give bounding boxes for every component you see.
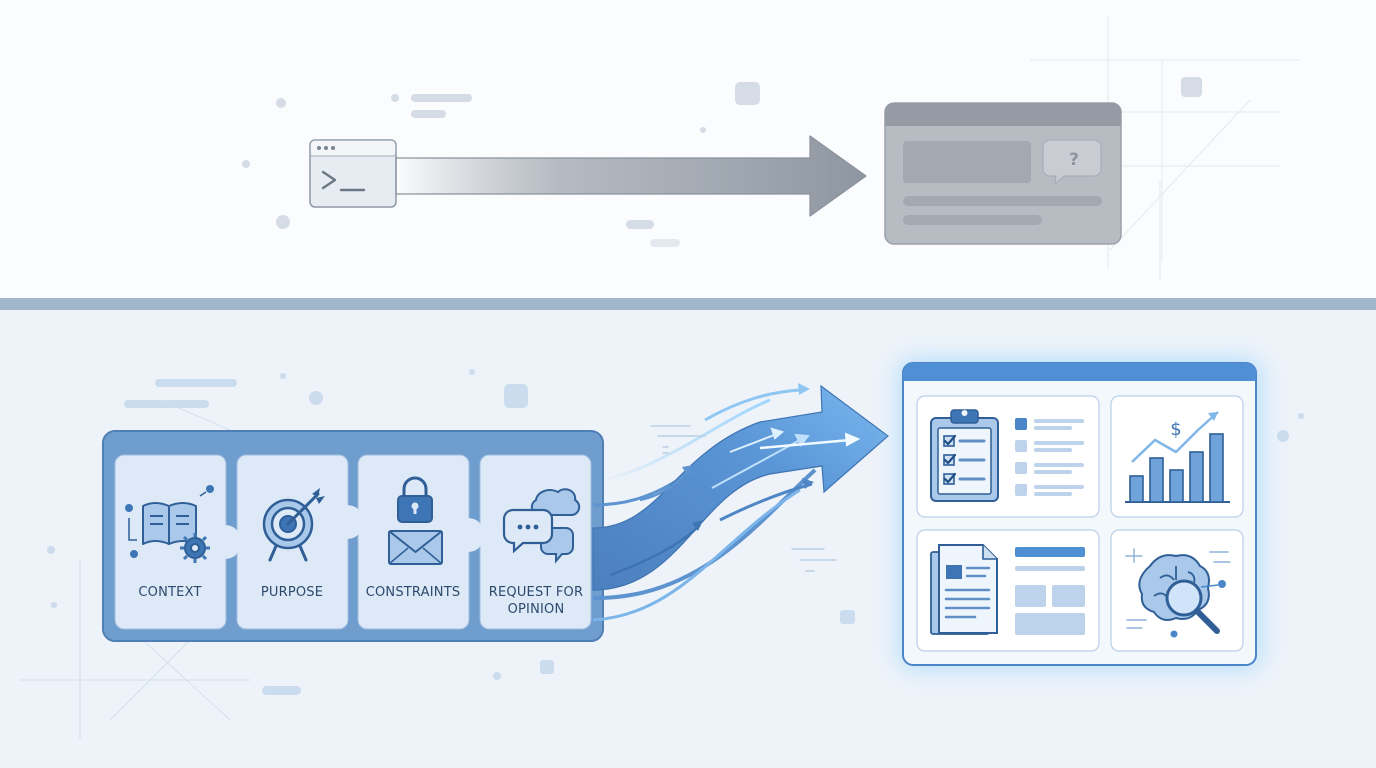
main-blue-arrow — [592, 384, 889, 591]
bottom-decorations — [47, 369, 1304, 695]
constraints-label: CONSTRAINTS — [365, 585, 461, 600]
clipboard-checklist-icon — [930, 409, 1084, 502]
question-mark: ? — [1069, 150, 1079, 170]
brain-magnifier-icon — [1125, 548, 1231, 638]
dollar-sign: $ — [1170, 419, 1181, 440]
request-for-opinion-label: REQUEST FOR OPINION — [488, 585, 584, 617]
vague-result-card: ? — [884, 102, 1122, 245]
before-panel — [0, 0, 1376, 298]
book-gear-icon — [125, 485, 214, 563]
terminal-prompt-text: >_ — [318, 164, 378, 194]
top-decorations — [242, 77, 1202, 247]
purpose-label: PURPOSE — [260, 585, 324, 600]
context-label: CONTEXT — [138, 585, 202, 600]
panel-divider — [0, 298, 1376, 310]
document-layout-icon — [930, 544, 1085, 635]
terminal-icon — [309, 139, 397, 208]
flow-small-arrows — [711, 427, 861, 489]
bar-chart-dollar-icon: $ — [1125, 411, 1230, 503]
flow-outer-arrows — [609, 383, 814, 577]
chat-bubbles-icon — [502, 488, 581, 564]
speed-lines — [650, 425, 837, 572]
lock-envelope-icon — [388, 476, 443, 565]
gray-arrow — [395, 135, 867, 217]
target-icon — [262, 488, 325, 562]
question-bubble-icon: ? — [1042, 139, 1102, 186]
